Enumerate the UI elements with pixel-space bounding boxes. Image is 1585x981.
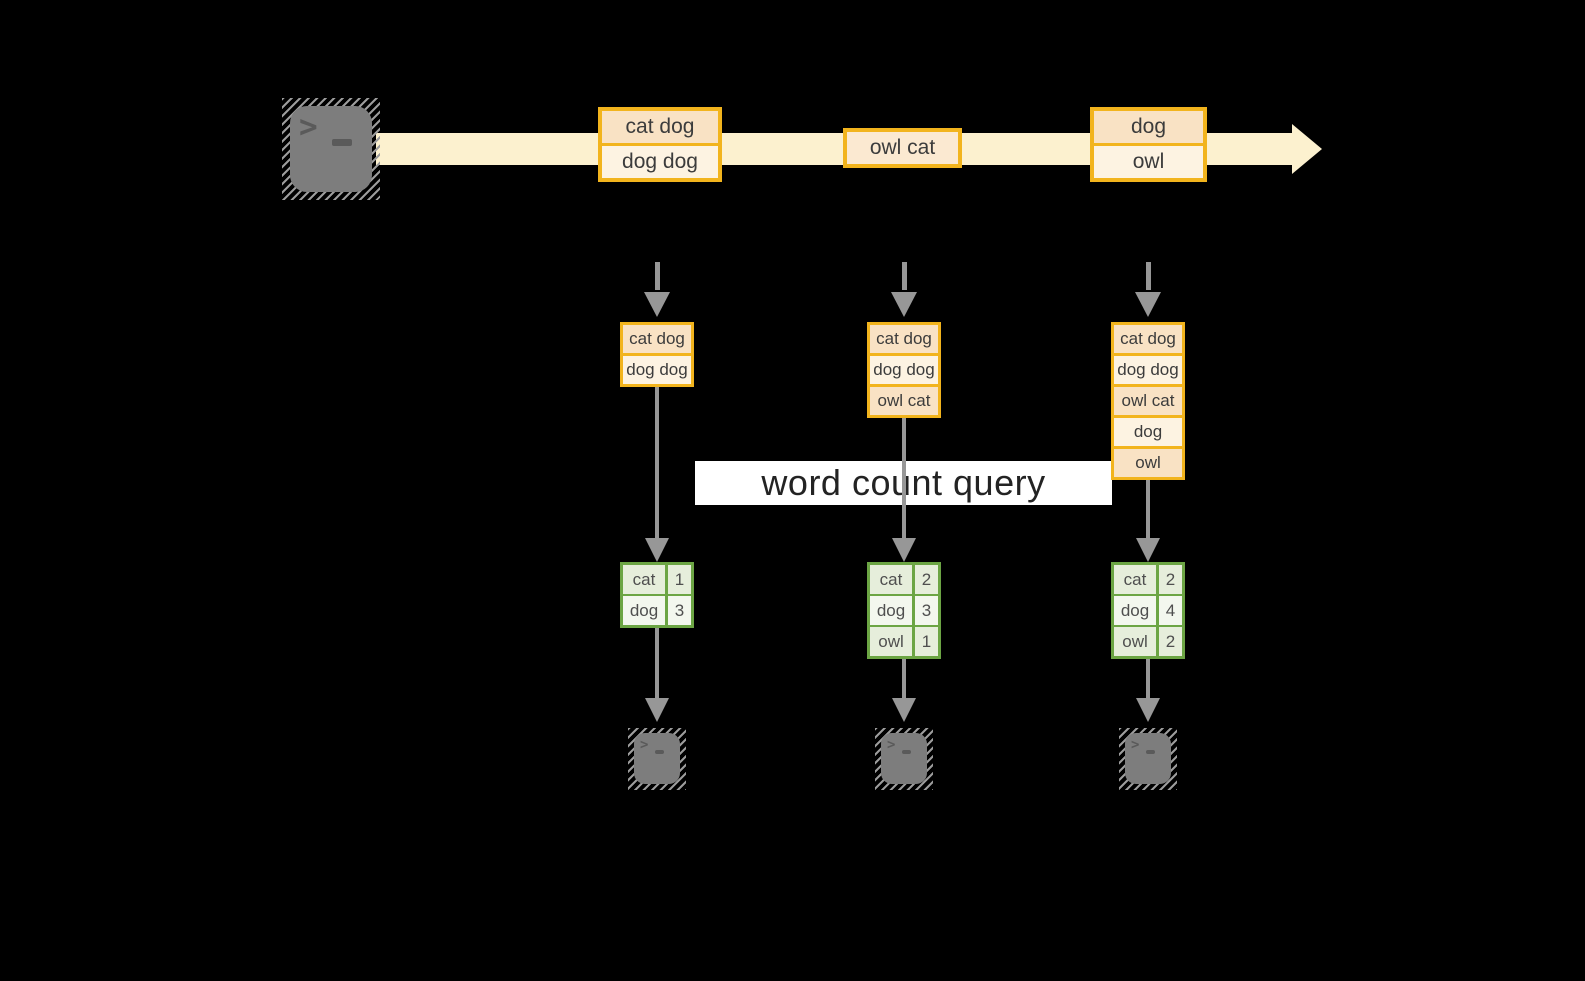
buffer-row: cat dog <box>870 325 938 353</box>
buffer-row: dog dog <box>870 356 938 384</box>
stream-message: cat dog <box>602 111 718 143</box>
buffer-row: cat dog <box>1114 325 1182 353</box>
buffer-row: dog <box>1114 418 1182 446</box>
query-arrow-head <box>892 538 916 562</box>
count-cell: 1 <box>915 627 938 656</box>
query-arrow-head <box>645 538 669 562</box>
stream-arrow-head <box>1292 124 1322 174</box>
count-cell: 3 <box>668 596 691 625</box>
terminal-prompt-icon: > <box>887 737 896 753</box>
buffer-row: dog dog <box>623 356 691 384</box>
terminal-prompt-icon: > <box>640 737 649 753</box>
count-cell: 3 <box>915 596 938 625</box>
word-cell: cat <box>870 565 912 594</box>
count-cell: 2 <box>1159 627 1182 656</box>
stream-message: owl <box>1094 146 1203 178</box>
buffer-row: owl cat <box>870 387 938 415</box>
terminal-window: > <box>881 733 927 784</box>
query-arrow-head <box>1136 538 1160 562</box>
terminal-output-icon: > <box>875 728 933 790</box>
count-cell: 2 <box>1159 565 1182 594</box>
terminal-window: > <box>634 733 680 784</box>
output-arrow-head <box>1136 698 1160 722</box>
ingest-arrow-head <box>644 292 670 317</box>
ingest-arrow-dash <box>1146 262 1151 290</box>
terminal-prompt-icon: > <box>299 109 318 145</box>
ingest-arrow-dash <box>902 262 907 290</box>
query-arrow-line <box>1146 480 1150 539</box>
ingest-arrow-dash <box>655 262 660 290</box>
terminal-output-icon: > <box>628 728 686 790</box>
stream-message: owl cat <box>847 132 958 164</box>
ingest-arrow-head <box>891 292 917 317</box>
ingest-arrow-head <box>1135 292 1161 317</box>
word-cell: dog <box>870 596 912 625</box>
terminal-cursor-icon <box>902 750 911 754</box>
output-arrow-head <box>645 698 669 722</box>
terminal-cursor-icon <box>332 139 352 146</box>
terminal-window: > <box>290 106 372 192</box>
word-count-table-1: cat 1 dog 3 <box>620 562 694 628</box>
stream-message-group-2: owl cat <box>843 128 962 168</box>
terminal-source-icon: > <box>282 98 380 200</box>
terminal-cursor-icon <box>655 750 664 754</box>
output-arrow-head <box>892 698 916 722</box>
buffer-row: owl <box>1114 449 1182 477</box>
word-cell: dog <box>623 596 665 625</box>
stream-message: dog dog <box>602 146 718 178</box>
buffer-row: dog dog <box>1114 356 1182 384</box>
output-arrow-line <box>902 659 906 699</box>
count-cell: 1 <box>668 565 691 594</box>
stream-message-group-3: dog owl <box>1090 107 1207 182</box>
word-count-table-2: cat 2 dog 3 owl 1 <box>867 562 941 659</box>
stream-message-group-1: cat dog dog dog <box>598 107 722 182</box>
buffer-stack-1: cat dog dog dog <box>620 322 694 387</box>
stream-message: dog <box>1094 111 1203 143</box>
query-arrow-line <box>655 387 659 539</box>
word-cell: owl <box>1114 627 1156 656</box>
buffer-row: owl cat <box>1114 387 1182 415</box>
buffer-row: cat dog <box>623 325 691 353</box>
terminal-output-icon: > <box>1119 728 1177 790</box>
word-cell: dog <box>1114 596 1156 625</box>
query-arrow-line <box>902 418 906 539</box>
terminal-window: > <box>1125 733 1171 784</box>
word-cell: cat <box>1114 565 1156 594</box>
output-arrow-line <box>655 628 659 699</box>
output-arrow-line <box>1146 659 1150 699</box>
word-cell: owl <box>870 627 912 656</box>
buffer-stack-3: cat dog dog dog owl cat dog owl <box>1111 322 1185 480</box>
terminal-cursor-icon <box>1146 750 1155 754</box>
count-cell: 4 <box>1159 596 1182 625</box>
terminal-prompt-icon: > <box>1131 737 1140 753</box>
buffer-stack-2: cat dog dog dog owl cat <box>867 322 941 418</box>
word-count-table-3: cat 2 dog 4 owl 2 <box>1111 562 1185 659</box>
count-cell: 2 <box>915 565 938 594</box>
word-cell: cat <box>623 565 665 594</box>
